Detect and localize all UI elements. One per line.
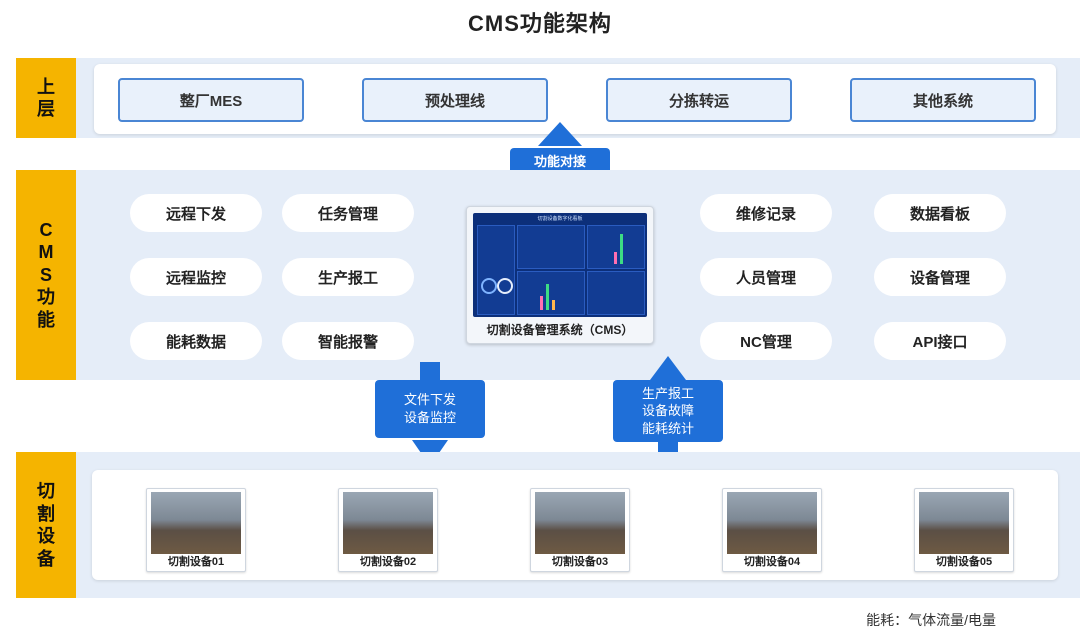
cms-layer-label: C M S 功 能 [16,170,76,380]
function-smart-alarm: 智能报警 [282,322,414,360]
chart-bar [614,252,617,264]
device-card-05: 切割设备05 [914,488,1014,572]
chart-bar [552,300,555,310]
up-flow-box: 生产报工 设备故障 能耗统计 [613,380,723,442]
equipment-panel: 切割设备01 切割设备02 切割设备03 切割设备04 切割设备05 [92,470,1058,580]
dashboard-title: 切割设备数字化看板 [537,216,583,222]
gauge-icon [497,278,513,294]
device-label: 切割设备03 [551,556,609,568]
function-device-management: 设备管理 [874,258,1006,296]
dashboard-chart-panel [517,271,585,315]
cms-dashboard-screenshot: 切割设备数字化看板 [473,213,647,317]
equipment-layer-band: 切 割 设 备 切割设备01 切割设备02 切割设备03 切割设备04 切割设备… [16,452,1080,598]
function-api-interface: API接口 [874,322,1006,360]
chart-bar [540,296,543,310]
device-card-03: 切割设备03 [530,488,630,572]
function-maintenance-record: 维修记录 [700,194,832,232]
dashboard-chart-panel [587,225,645,269]
up-flow-arrow-icon [650,356,686,380]
function-data-dashboard: 数据看板 [874,194,1006,232]
device-label: 切割设备01 [167,556,225,568]
function-production-report: 生产报工 [282,258,414,296]
function-task-management: 任务管理 [282,194,414,232]
device-photo [151,492,241,554]
function-personnel-management: 人员管理 [700,258,832,296]
cms-layer-band: C M S 功 能 远程下发 任务管理 远程监控 生产报工 能耗数据 智能报警 … [16,170,1080,380]
top-layer-label: 上 层 [16,58,76,138]
gauge-icon [481,278,497,294]
page-title: CMS功能架构 [468,11,612,36]
cms-screen-card: 切割设备数字化看板 切割设备管理系统（CMS） [466,206,654,344]
function-remote-monitoring: 远程监控 [130,258,262,296]
device-label: 切割设备04 [743,556,801,568]
device-card-01: 切割设备01 [146,488,246,572]
device-label: 切割设备05 [935,556,993,568]
device-card-02: 切割设备02 [338,488,438,572]
arrow-up-icon [538,122,582,146]
chart-bar [620,234,623,264]
device-photo [343,492,433,554]
equipment-layer-label: 切 割 设 备 [16,452,76,598]
system-box-pretreatment: 预处理线 [362,78,548,122]
device-photo [535,492,625,554]
down-flow-box: 文件下发 设备监控 [375,380,485,438]
down-flow-stem [420,362,440,380]
cms-caption: 切割设备管理系统（CMS） [486,323,634,337]
system-box-other: 其他系统 [850,78,1036,122]
system-box-mes: 整厂MES [118,78,304,122]
function-nc-management: NC管理 [700,322,832,360]
function-remote-dispatch: 远程下发 [130,194,262,232]
dashboard-left-panel [477,225,515,315]
dashboard-chart-panel [517,225,585,269]
system-box-sorting: 分拣转运 [606,78,792,122]
chart-bar [546,284,549,310]
device-photo [727,492,817,554]
function-energy-data: 能耗数据 [130,322,262,360]
device-label: 切割设备02 [359,556,417,568]
device-card-04: 切割设备04 [722,488,822,572]
device-photo [919,492,1009,554]
dashboard-chart-panel [587,271,645,315]
footer-note: 能耗：气体流量/电量 [866,612,996,628]
